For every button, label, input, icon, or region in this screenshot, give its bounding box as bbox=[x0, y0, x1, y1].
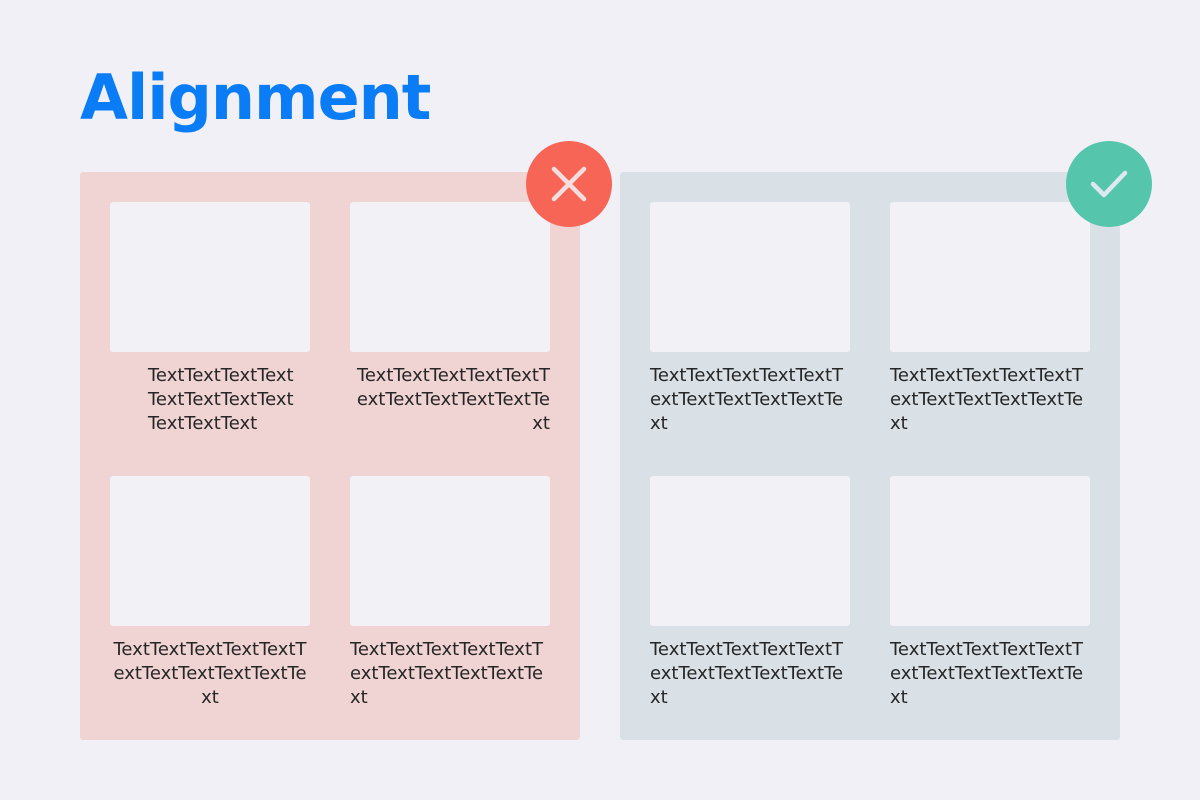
image-placeholder bbox=[110, 202, 310, 352]
page-title: Alignment bbox=[80, 61, 431, 134]
image-placeholder bbox=[350, 476, 550, 626]
card-caption: TextTextTextTextTextTextTextTextTextText… bbox=[890, 365, 1084, 434]
card-caption: TextTextTextTextTextTextTextTextTextText… bbox=[356, 365, 550, 434]
wrong-example-panel: TextTextTextText TextTextTextText TextTe… bbox=[80, 172, 580, 740]
close-icon bbox=[549, 164, 589, 204]
image-placeholder bbox=[890, 202, 1090, 352]
wrong-badge bbox=[526, 141, 612, 227]
correct-badge bbox=[1066, 141, 1152, 227]
check-icon bbox=[1087, 166, 1131, 202]
right-example-panel: TextTextTextTextTextTextTextTextTextText… bbox=[620, 172, 1120, 740]
card-caption: TextTextTextTextTextTextTextTextTextText… bbox=[650, 365, 844, 434]
card-caption: TextTextTextTextTextTextTextTextTextText… bbox=[113, 639, 307, 708]
image-placeholder bbox=[110, 476, 310, 626]
card-caption: TextTextTextTextTextTextTextTextTextText… bbox=[350, 639, 544, 708]
card-caption: TextTextTextTextTextTextTextTextTextText… bbox=[650, 639, 844, 708]
image-placeholder bbox=[350, 202, 550, 352]
image-placeholder bbox=[650, 202, 850, 352]
card-caption: TextTextTextTextTextTextTextTextTextText… bbox=[890, 639, 1084, 708]
image-placeholder bbox=[650, 476, 850, 626]
card-caption: TextTextTextText TextTextTextText TextTe… bbox=[148, 365, 294, 434]
image-placeholder bbox=[890, 476, 1090, 626]
